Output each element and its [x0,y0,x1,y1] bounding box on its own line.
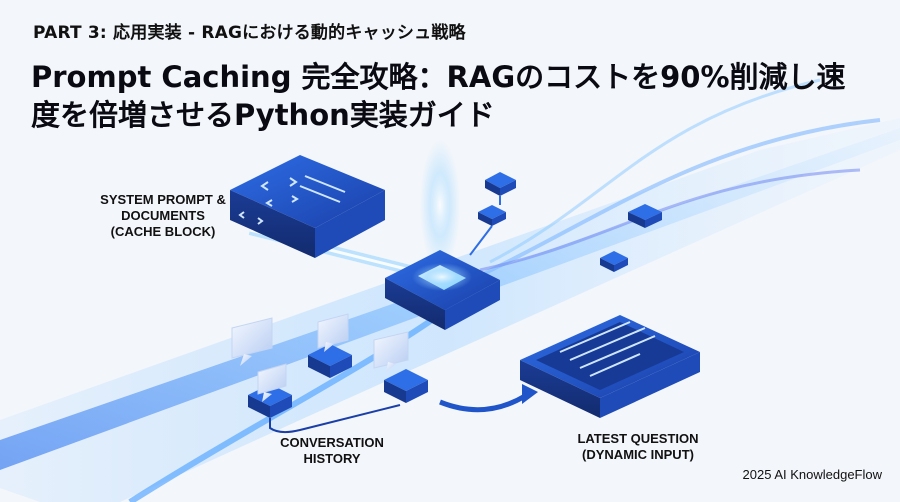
cache-block-server [230,155,385,258]
footer-credit: 2025 AI KnowledgeFlow [742,467,882,482]
page-title: Prompt Caching 完全攻略：RAGのコストを90%削減し速度を倍増さ… [31,60,846,132]
document-tablet-icon [520,315,700,418]
curved-arrow-icon [439,393,527,413]
conversation-history-label: CONVERSATION HISTORY [280,435,384,466]
processor-chip-icon [385,250,500,330]
system-prompt-label: SYSTEM PROMPT & DOCUMENTS (CACHE BLOCK) [100,192,226,239]
conversation-blocks [231,313,428,434]
network-nodes [469,172,662,272]
chat-bubble-icon [231,313,409,402]
part-heading: PART 3: 応用実装 - RAGにおける動的キャッシュ戦略 [33,23,466,43]
code-chevrons-icon [238,175,346,225]
latest-question-label: LATEST QUESTION (DYNAMIC INPUT) [577,431,699,462]
